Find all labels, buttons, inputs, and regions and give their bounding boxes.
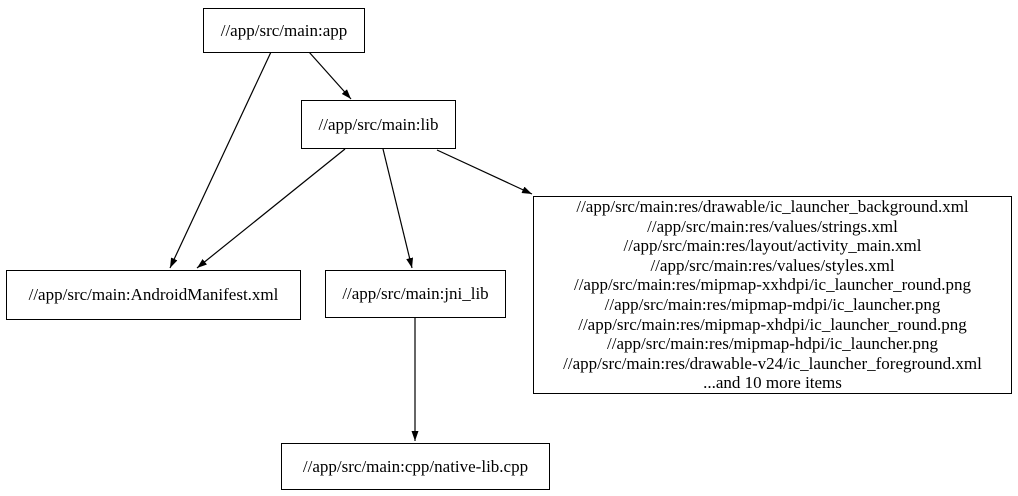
res-file-line: //app/src/main:res/layout/activity_main.… (623, 236, 922, 256)
node-native-lib-cpp: //app/src/main:cpp/native-lib.cpp (281, 443, 550, 490)
res-file-line: //app/src/main:res/values/strings.xml (647, 216, 898, 236)
node-app-label: //app/src/main:app (220, 20, 348, 40)
edge-lib-to-jni-lib (382, 148, 414, 269)
node-native-lib-cpp-label: //app/src/main:cpp/native-lib.cpp (302, 456, 529, 476)
edge-lib-to-res-group (436, 149, 533, 195)
node-app: //app/src/main:app (203, 8, 365, 53)
res-file-line: //app/src/main:res/mipmap-xhdpi/ic_launc… (578, 314, 967, 334)
node-res-files-group: //app/src/main:res/drawable/ic_launcher_… (533, 196, 1012, 394)
node-android-manifest: //app/src/main:AndroidManifest.xml (6, 270, 301, 320)
res-file-line: //app/src/main:res/mipmap-hdpi/ic_launch… (607, 334, 938, 354)
res-file-line: //app/src/main:res/drawable-v24/ic_launc… (563, 353, 982, 373)
node-android-manifest-label: //app/src/main:AndroidManifest.xml (28, 285, 279, 304)
res-more-items-line: ...and 10 more items (703, 373, 842, 393)
node-lib: //app/src/main:lib (301, 100, 456, 149)
res-file-line: //app/src/main:res/mipmap-xxhdpi/ic_laun… (573, 275, 972, 295)
edge-app-to-lib (308, 51, 352, 100)
node-jni-lib: //app/src/main:jni_lib (325, 270, 506, 318)
node-jni-lib-label: //app/src/main:jni_lib (342, 284, 489, 303)
res-file-line: //app/src/main:res/mipmap-mdpi/ic_launch… (604, 295, 941, 314)
edge-app-to-android-manifest (169, 51, 272, 269)
node-lib-label: //app/src/main:lib (318, 114, 439, 134)
res-file-line: //app/src/main:res/values/styles.xml (650, 255, 895, 275)
res-file-line: //app/src/main:res/drawable/ic_launcher_… (576, 197, 969, 217)
edge-lib-to-android-manifest (196, 148, 346, 269)
